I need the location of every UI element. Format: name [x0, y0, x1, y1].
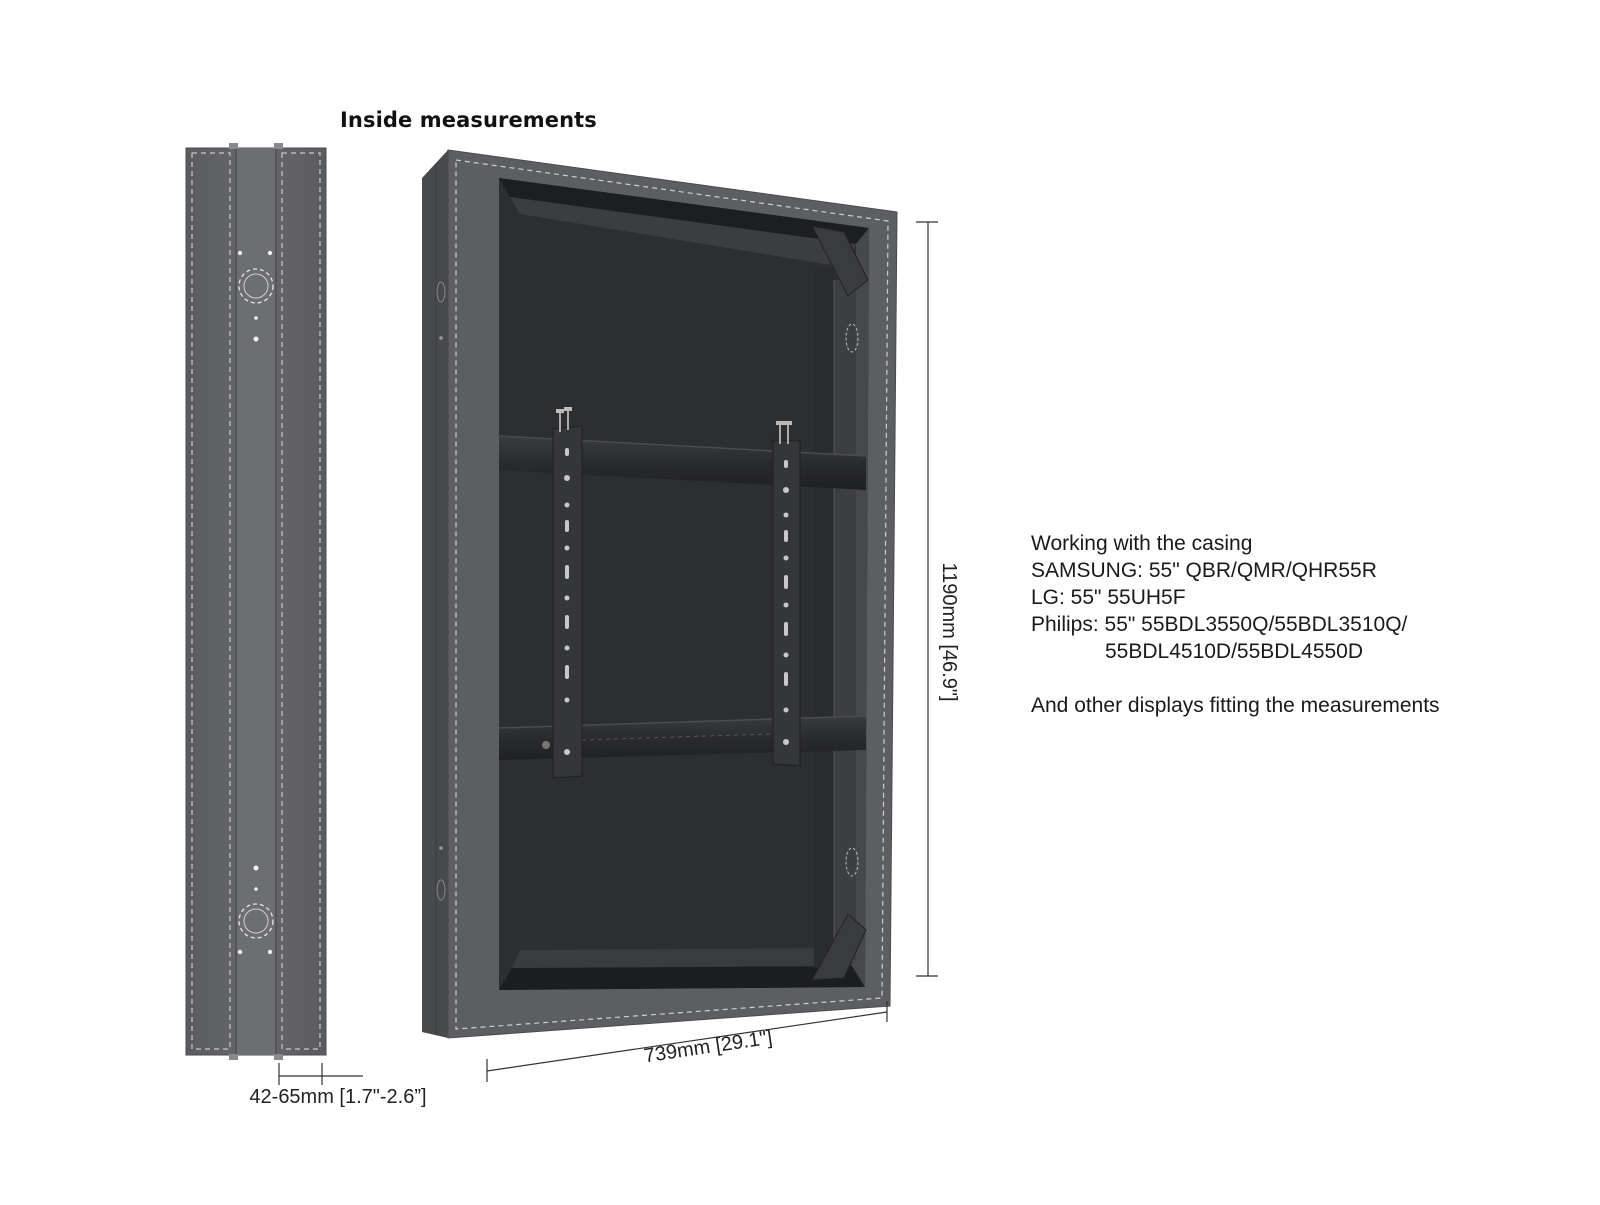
height-label: 1190mm [46.9"]	[938, 562, 960, 701]
height-dimension	[916, 221, 938, 977]
depth-dimension	[278, 1063, 363, 1085]
compatibility-list: Working with the casing SAMSUNG: 55" QBR…	[1031, 530, 1440, 719]
knockout-bottom	[238, 903, 274, 939]
width-dimension	[486, 1001, 888, 1082]
casing-interior	[499, 178, 869, 990]
casing-side-face	[422, 150, 448, 1038]
compatibility-footer: And other displays fitting the measureme…	[1031, 694, 1440, 717]
compatibility-philips: Philips: 55" 55BDL3550Q/55BDL3510Q/	[1031, 613, 1408, 636]
depth-label: 42-65mm [1.7"-2.6”]	[249, 1086, 426, 1108]
width-label: 739mm [29.1"]	[643, 1027, 774, 1068]
left-bracket	[542, 407, 583, 779]
knockout-top	[238, 268, 274, 304]
front-view	[422, 149, 898, 1039]
compatibility-philips-continued: 55BDL4510D/55BDL4550D	[1105, 640, 1364, 663]
compatibility-lg: LG: 55" 55UH5F	[1031, 586, 1186, 609]
side-view	[185, 143, 327, 1060]
diagram-title: Inside measurements	[340, 108, 597, 132]
right-bracket	[772, 421, 801, 767]
side-channel	[236, 148, 276, 1055]
compatibility-samsung: SAMSUNG: 55" QBR/QMR/QHR55R	[1031, 559, 1377, 582]
compatibility-heading: Working with the casing	[1031, 532, 1253, 555]
